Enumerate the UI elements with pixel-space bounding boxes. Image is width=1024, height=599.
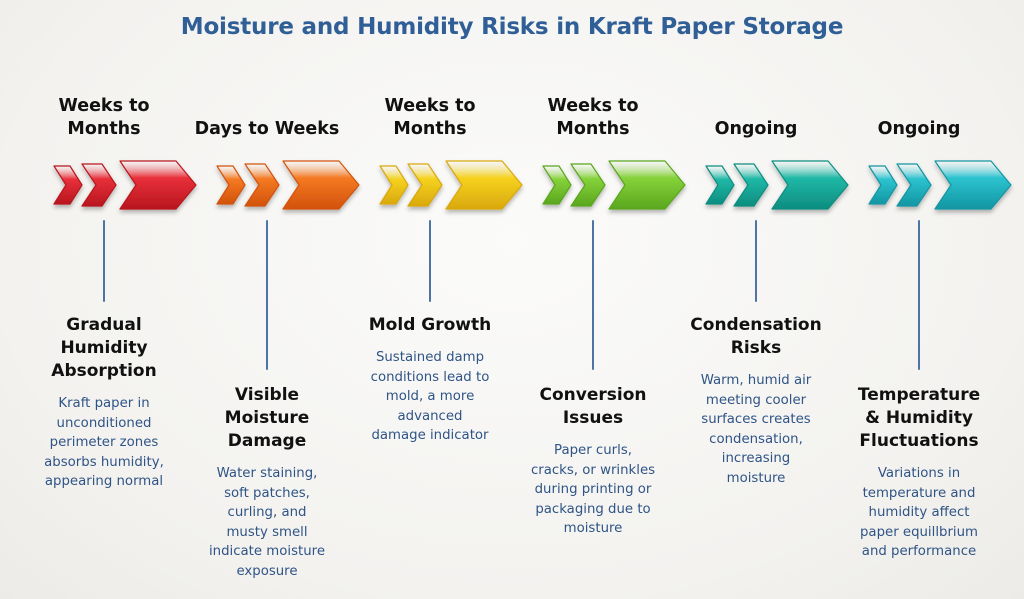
stage-description: Kraft paper in unconditioned perimeter z… — [44, 396, 164, 489]
stage-description: Sustained damp conditions lead to mold, … — [370, 350, 490, 443]
chevron-shape — [934, 160, 1012, 210]
stage-duration: Weeks to Months — [384, 96, 476, 139]
chevron-shape — [705, 165, 735, 205]
chevron-arrows-icon — [379, 160, 523, 210]
stage-duration: Ongoing — [714, 119, 798, 139]
stage-duration: Weeks to Months — [547, 96, 639, 139]
stage-title: Mold Growth — [368, 315, 492, 335]
page-title: Moisture and Humidity Risks in Kraft Pap… — [180, 14, 844, 40]
chevron-shape — [608, 160, 686, 210]
chevron-arrows-icon — [868, 160, 1012, 210]
connector-line — [429, 220, 431, 302]
stage-duration: Weeks to Months — [58, 96, 150, 139]
stage-5: Ongoing Condensation Risks Warm, humid a… — [674, 0, 849, 599]
connector-line — [918, 220, 920, 370]
stage-title: Condensation Risks — [690, 315, 822, 358]
stage-4: Weeks to Months Conversion Issues Paper … — [511, 0, 686, 599]
chevron-shape — [542, 165, 572, 205]
chevron-shape — [379, 165, 409, 205]
connector-line — [266, 220, 268, 370]
connector-line — [755, 220, 757, 302]
chevron-shape — [407, 163, 443, 207]
stage-title: Gradual Humidity Absorption — [51, 315, 157, 381]
stage-description: Variations in temperature and humidity a… — [859, 466, 979, 559]
chevron-shape — [81, 163, 117, 207]
chevron-arrows-icon — [542, 160, 686, 210]
stage-3: Weeks to Months Mold Growth Sustained da… — [348, 0, 523, 599]
chevron-shape — [119, 160, 197, 210]
stage-6: Ongoing Temperature & Humidity Fluctuati… — [837, 0, 1012, 599]
stage-description: Water staining, soft patches, curling, a… — [208, 466, 326, 579]
chevron-arrows-icon — [216, 160, 360, 210]
chevron-shape — [570, 163, 606, 207]
chevron-shape — [282, 160, 360, 210]
connector-line — [103, 220, 105, 302]
chevron-shape — [53, 165, 83, 205]
chevron-arrows-icon — [53, 160, 197, 210]
chevron-shape — [896, 163, 932, 207]
chevron-shape — [244, 163, 280, 207]
stage-2: Days to Weeks Visible Moisture Damage Wa… — [185, 0, 360, 599]
chevron-shape — [445, 160, 523, 210]
stage-description: Warm, humid air meeting cooler surfaces … — [700, 373, 812, 486]
stage-duration: Ongoing — [877, 119, 961, 139]
chevron-shape — [733, 163, 769, 207]
chevron-shape — [771, 160, 849, 210]
chevron-shape — [868, 165, 898, 205]
stage-title: Temperature & Humidity Fluctuations — [857, 385, 981, 451]
stage-title: Conversion Issues — [539, 385, 647, 428]
stage-1: Weeks to Months Gradual Humidity Absorpt… — [22, 0, 197, 599]
stage-description: Paper curls, cracks, or wrinkles during … — [530, 443, 656, 536]
chevron-arrows-icon — [705, 160, 849, 210]
connector-line — [592, 220, 594, 370]
stage-duration: Days to Weeks — [194, 119, 340, 139]
chevron-shape — [216, 165, 246, 205]
stage-title: Visible Moisture Damage — [224, 385, 310, 451]
